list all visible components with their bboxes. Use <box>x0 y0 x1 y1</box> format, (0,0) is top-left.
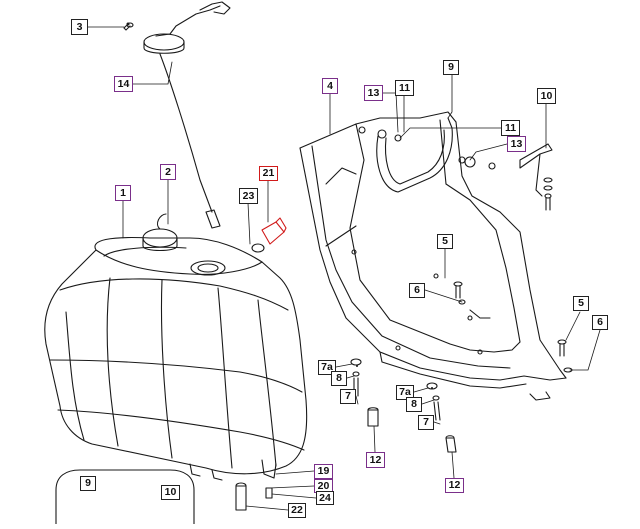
callout-6-mid: 6 <box>409 283 425 298</box>
callout-2: 2 <box>160 164 176 180</box>
callout-14: 14 <box>114 76 133 92</box>
callout-1: 1 <box>115 185 131 201</box>
callout-24: 24 <box>316 491 334 505</box>
support-bracket-drawing <box>299 111 567 401</box>
callout-13-right: 13 <box>507 136 526 152</box>
callout-10-top: 10 <box>537 88 556 104</box>
small-parts-drawing <box>251 217 287 253</box>
leader-lines <box>87 26 601 511</box>
callout-8-right: 8 <box>406 397 422 412</box>
callout-23: 23 <box>239 188 258 204</box>
callout-6-right: 6 <box>592 315 608 330</box>
callout-11-right: 11 <box>501 120 520 136</box>
bolt-glyphs <box>126 22 433 389</box>
callout-21: 21 <box>259 166 278 181</box>
callout-11-top: 11 <box>395 80 414 96</box>
callout-7a-right: 7a <box>396 385 414 400</box>
callout-19: 19 <box>314 464 333 479</box>
callout-9-inset: 9 <box>80 476 96 491</box>
detail-inset-frame <box>55 469 195 525</box>
callout-12-right: 12 <box>445 478 464 493</box>
hardware-drawing <box>265 177 573 499</box>
callout-13-top: 13 <box>364 85 383 101</box>
callout-7-left: 7 <box>340 389 356 404</box>
callout-7-right: 7 <box>418 415 434 430</box>
callout-5-mid: 5 <box>437 234 453 249</box>
callout-5-right: 5 <box>573 296 589 311</box>
callout-10-inset: 10 <box>161 485 180 500</box>
callout-4: 4 <box>322 78 338 94</box>
callout-22: 22 <box>288 503 306 518</box>
fuel-tank-drawing <box>44 213 308 511</box>
sending-unit-drawing <box>123 1 231 229</box>
callout-12-left: 12 <box>366 452 385 468</box>
callout-8-left: 8 <box>331 371 347 386</box>
callout-9-top: 9 <box>443 60 459 75</box>
callout-3: 3 <box>71 19 88 35</box>
